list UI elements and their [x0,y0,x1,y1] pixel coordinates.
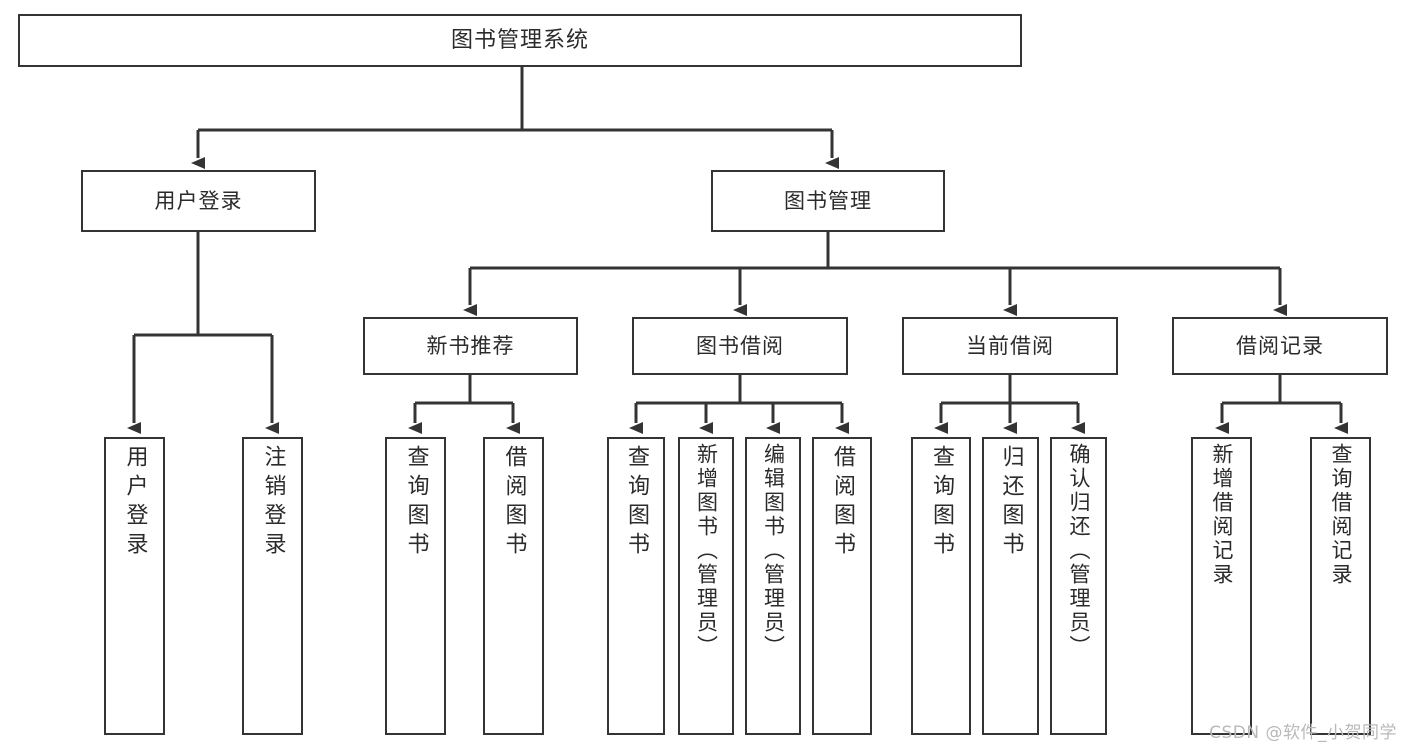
leaf-query-book-current-label: 查询图书 [929,445,954,561]
node-book-management-label: 图书管理 [784,188,872,213]
node-user-login-label: 用户登录 [154,188,243,213]
leaf-return-book-label: 归还图书 [998,445,1024,561]
leaf-confirm-return-admin[interactable]: 确认归还（管理员） [1050,437,1107,735]
node-new-book-recommend-label: 新书推荐 [426,333,515,358]
leaf-query-borrow-record[interactable]: 查询借阅记录 [1310,437,1371,735]
leaf-confirm-return-admin-label: 确认归还（管理员） [1067,443,1091,659]
node-new-book-recommend[interactable]: 新书推荐 [363,317,578,375]
node-root-label: 图书管理系统 [450,27,589,53]
leaf-query-borrow-record-label: 查询借阅记录 [1329,443,1353,587]
leaf-borrow-book-label: 借阅图书 [830,445,855,561]
leaf-query-book-borrow-label: 查询图书 [624,445,649,561]
node-borrow-records[interactable]: 借阅记录 [1172,317,1388,375]
leaf-borrow-book-rec-label: 借阅图书 [501,445,527,561]
leaf-add-book-admin[interactable]: 新增图书（管理员） [678,437,734,735]
watermark: CSDN @软件_小贺同学 [1209,723,1397,743]
node-borrow-records-label: 借阅记录 [1236,333,1324,358]
leaf-logout[interactable]: 注销登录 [242,437,303,735]
leaf-query-book-rec[interactable]: 查询图书 [385,437,446,735]
leaf-edit-book-admin[interactable]: 编辑图书（管理员） [745,437,801,735]
leaf-query-book-current[interactable]: 查询图书 [911,437,971,735]
leaf-borrow-book-rec[interactable]: 借阅图书 [483,437,544,735]
node-current-borrow-label: 当前借阅 [966,333,1054,358]
node-root[interactable]: 图书管理系统 [18,14,1022,67]
leaf-query-book-rec-label: 查询图书 [403,445,429,561]
node-book-borrow[interactable]: 图书借阅 [632,317,848,375]
leaf-borrow-book[interactable]: 借阅图书 [812,437,872,735]
leaf-user-login[interactable]: 用户登录 [104,437,165,735]
node-current-borrow[interactable]: 当前借阅 [902,317,1118,375]
node-book-management[interactable]: 图书管理 [711,170,945,232]
node-book-borrow-label: 图书借阅 [696,333,784,358]
leaf-add-book-admin-label: 新增图书（管理员） [694,443,719,659]
leaf-return-book[interactable]: 归还图书 [982,437,1039,735]
leaf-logout-label: 注销登录 [260,445,286,561]
leaf-query-book-borrow[interactable]: 查询图书 [607,437,665,735]
leaf-user-login-label: 用户登录 [122,445,148,561]
leaf-add-borrow-record[interactable]: 新增借阅记录 [1191,437,1252,735]
node-user-login[interactable]: 用户登录 [81,170,316,232]
leaf-add-borrow-record-label: 新增借阅记录 [1210,443,1234,587]
leaf-edit-book-admin-label: 编辑图书（管理员） [761,443,786,659]
